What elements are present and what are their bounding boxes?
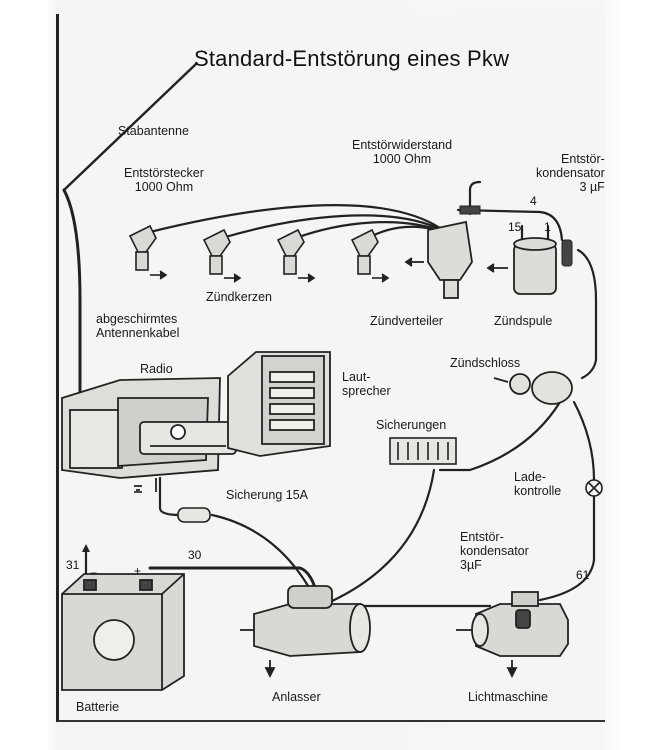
fuses-to-starter [328,468,436,604]
label-anlasser: Anlasser [272,690,321,704]
label-sicherung-15a: Sicherung 15A [226,488,309,502]
switch-to-chargelight [572,400,596,482]
terminal-61: 61 [576,568,590,582]
label-zuendschloss: Zündschloss [450,356,521,370]
distributor [404,220,473,299]
battery-plus: + [134,564,142,578]
ignition-cable-1 [148,204,442,234]
antenna-cable [62,188,82,442]
charge-control-lamp [585,479,603,497]
suppression-resistor [459,205,481,215]
chargelight-to-generator [538,494,596,602]
label-entstoerwiderstand: Entstörwiderstand 1000 Ohm [352,138,453,166]
label-entstoerkondensator-top: Entstör- kondensator 3 µF [536,152,605,194]
spark-plug-1 [128,224,168,280]
ht-cable [456,208,564,242]
terminal-30: 30 [188,548,202,562]
spark-plug-2 [202,228,242,283]
antenna-rod [62,62,198,192]
battery [61,573,185,691]
spark-plug-4 [350,228,390,283]
label-lichtmaschine: Lichtmaschine [468,690,548,704]
fuse-15a [177,507,211,523]
label-ladekontrolle: Lade- kontrolle [514,470,562,498]
label-entstoerstecker: Entstörstecker 1000 Ohm [124,166,204,194]
battery-minus: − [90,566,98,580]
label-entstoerkondensator-bottom: Entstör- kondensator 3µF [460,530,529,572]
battery-earth-arrow [82,544,90,552]
label-sicherungen: Sicherungen [376,418,447,432]
spark-plug-3 [276,228,316,283]
radio-supply [158,476,182,517]
label-stabantenne: Stabantenne [118,124,189,138]
label-lautsprecher: Laut- sprecher [342,370,391,398]
ignition-switch [493,371,573,405]
label-antennenkabel: abgeschirmtes Antennenkabel [96,312,180,340]
fuse-box [389,437,457,465]
label-zuendverteiler: Zündverteiler [370,314,443,328]
terminal-4: 4 [530,194,537,208]
label-zuendkerzen: Zündkerzen [206,290,273,304]
switch-to-fuses [438,400,562,472]
label-radio: Radio [140,362,173,376]
coil-capacitor [561,239,573,267]
label-batterie: Batterie [76,700,120,714]
generator-capacitor [515,609,531,629]
terminal-31: 31 [66,558,80,572]
loudspeaker [227,351,331,457]
terminal-1: 1 [544,220,551,234]
diagram-title: Standard-Entstörung eines Pkw [194,46,510,71]
generator [456,591,569,679]
terminal-4-wire [468,180,482,216]
starter-motor [240,585,371,679]
coil-to-switch [576,248,598,380]
ignition-cable-2 [220,214,444,240]
spark-plugs [128,224,390,283]
ignition-coil [486,237,557,295]
terminal-15: 15 [508,220,522,234]
radio [61,377,244,492]
label-zuendspule: Zündspule [494,314,553,328]
